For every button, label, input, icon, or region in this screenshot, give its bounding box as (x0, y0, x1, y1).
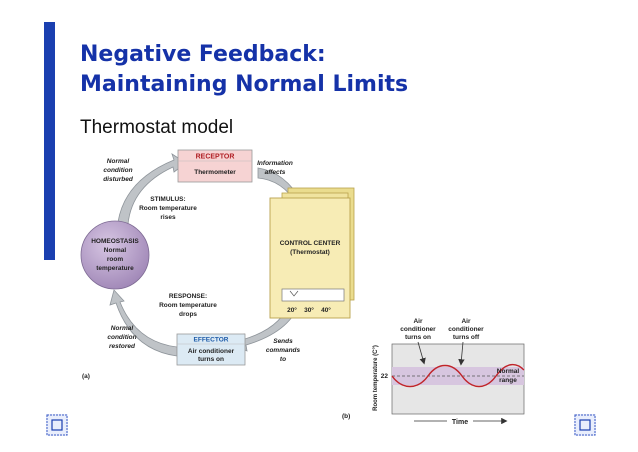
setpoint-label: 22 (381, 373, 389, 380)
normal-restored-label: Normal condition restored (107, 325, 136, 350)
sends-line-1: Sends (273, 338, 293, 345)
dial-label-30: 30° (304, 306, 314, 314)
sends-line-3: to (280, 356, 286, 363)
disturbed-line-2: condition (103, 167, 132, 174)
response-line-2: Room temperature (159, 302, 217, 309)
normal-range-line-1: Normal (497, 368, 520, 375)
information-label: Information affects (257, 160, 293, 176)
control-center-sub: (Thermostat) (290, 249, 330, 256)
title-accent-bar (44, 22, 55, 260)
receptor-body: Thermometer (194, 169, 236, 176)
restored-line-1: Normal (111, 325, 134, 332)
normal-range-label: Normal range (497, 368, 520, 384)
information-line-2: affects (265, 169, 286, 176)
effector-title: EFFECTOR (194, 337, 229, 344)
stimulus-line-1: STIMULUS: (150, 196, 185, 203)
ac-off-pointer (458, 341, 465, 366)
response-label: RESPONSE: Room temperature drops (159, 293, 217, 318)
effector-line-2: turns on (198, 356, 224, 363)
panel-label-a: (a) (82, 373, 90, 380)
graph-ylabel: Room temperature (C°) (373, 345, 379, 411)
ac-off-line-3: turns off (453, 334, 480, 341)
sends-line-2: commands (266, 347, 301, 354)
ac-on-line-2: conditioner (400, 326, 436, 333)
homeostasis-line-3: room (107, 256, 123, 263)
normal-disturbed-label: Normal condition disturbed (103, 158, 134, 183)
corner-logo-right-icon (574, 414, 596, 436)
disturbed-line-1: Normal (107, 158, 130, 165)
thermostat-control-center: CONTROL CENTER (Thermostat) 20° 30° 40° (269, 187, 355, 319)
slide-title: Negative Feedback: Maintaining Normal Li… (80, 40, 408, 100)
graph-xlabel: Time (452, 419, 468, 426)
temperature-graph: 22 Room temperature (C°) Air conditioner… (342, 318, 525, 426)
control-center-title: CONTROL CENTER (280, 240, 341, 247)
stimulus-line-3: rises (160, 214, 176, 221)
temperature-wave (391, 363, 525, 388)
homeostasis-line-4: temperature (96, 265, 134, 272)
slide-subtitle: Thermostat model (80, 117, 234, 138)
sends-label: Sends commands to (266, 338, 301, 363)
receptor-title: RECEPTOR (196, 154, 235, 161)
ac-on-line-1: Air (413, 318, 423, 325)
dial-label-20: 20° (287, 306, 297, 314)
homeostasis-line-1: HOMEOSTASIS (91, 238, 139, 245)
effector-box: EFFECTOR Air conditioner turns on (176, 333, 246, 366)
disturbed-line-3: disturbed (103, 176, 134, 183)
dial-pointer (289, 290, 299, 297)
cycle-arrows (109, 153, 309, 357)
ac-off-label: Air conditioner turns off (448, 318, 484, 341)
effector-line-1: Air conditioner (188, 348, 235, 355)
restored-line-2: condition (107, 334, 136, 341)
stimulus-line-2: Room temperature (139, 205, 197, 212)
panel-label-b: (b) (342, 413, 350, 420)
response-line-1: RESPONSE: (169, 293, 207, 300)
arrow-effector-to-homeostasis (109, 289, 178, 357)
corner-logo-left-icon (46, 414, 68, 436)
homeostasis-node: HOMEOSTASIS Normal room temperature (80, 220, 150, 290)
ac-off-line-1: Air (461, 318, 471, 325)
dial-label-40: 40° (321, 306, 331, 314)
ac-on-label: Air conditioner turns on (400, 318, 436, 341)
ac-off-line-2: conditioner (448, 326, 484, 333)
restored-line-3: restored (109, 343, 136, 350)
ac-on-line-3: turns on (405, 334, 431, 341)
receptor-box: RECEPTOR Thermometer (177, 149, 253, 183)
homeostasis-line-2: Normal (104, 247, 127, 254)
thermostat-dial (281, 288, 345, 302)
normal-range-line-2: range (499, 377, 517, 384)
title-line-1: Negative Feedback: (80, 42, 326, 67)
stimulus-label: STIMULUS: Room temperature rises (139, 196, 197, 221)
information-line-1: Information (257, 160, 293, 167)
title-line-2: Maintaining Normal Limits (80, 72, 409, 97)
response-line-3: drops (179, 311, 197, 318)
ac-on-pointer (417, 341, 426, 365)
